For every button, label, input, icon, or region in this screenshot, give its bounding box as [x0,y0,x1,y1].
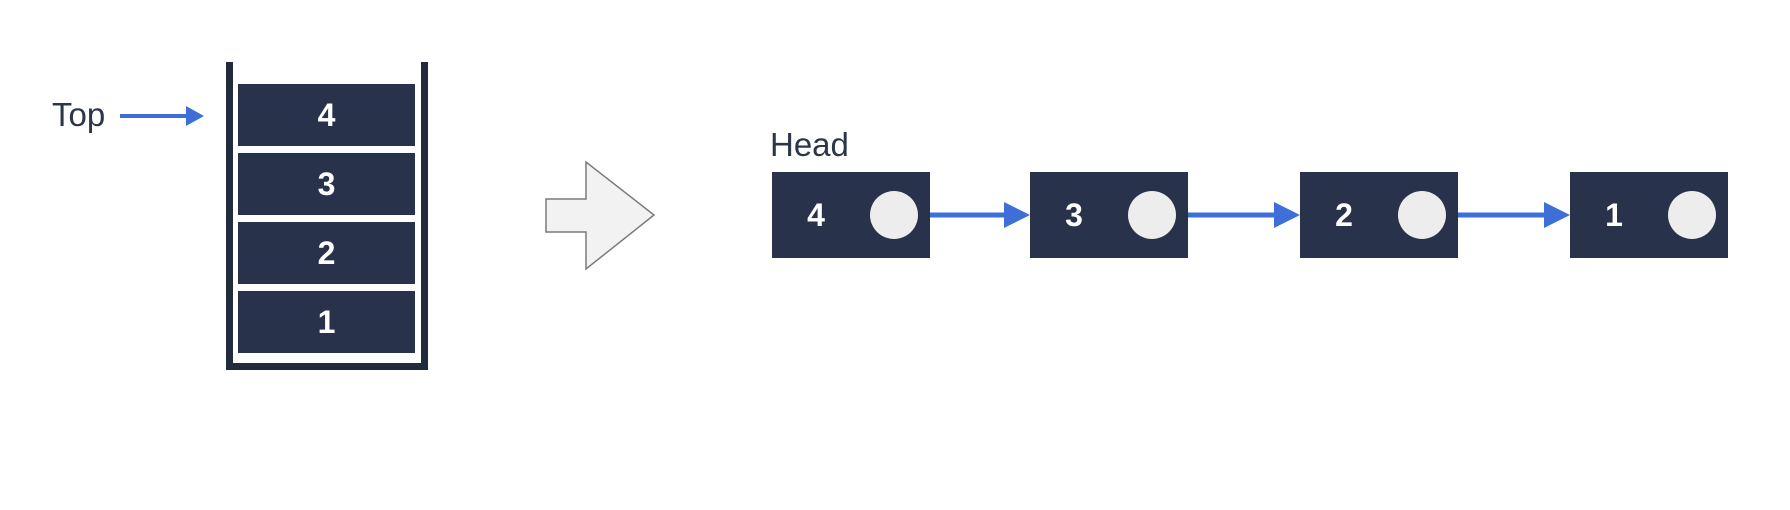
next-arrowhead-2 [1274,202,1300,228]
node-value: 1 [1605,196,1623,233]
next-arrowhead-1 [1004,202,1030,228]
stack-item: 2 [238,222,415,284]
stack-item: 3 [238,153,415,215]
node-value: 2 [1335,196,1353,233]
list-node: 3 [1030,172,1188,258]
list-node: 4 [772,172,930,258]
stack-left-wall [226,62,233,370]
stack-right-wall [421,62,428,370]
node-value: 4 [807,196,825,233]
node-pointer-dot [870,191,918,239]
node-pointer-dot [1398,191,1446,239]
right-arrow-icon [545,160,656,271]
next-arrowhead-3 [1544,202,1570,228]
head-label: Head [770,126,849,163]
stack-item: 4 [238,84,415,146]
next-pointer-arrows [920,202,1570,228]
stack-bottom-wall [226,363,428,370]
top-pointer-arrowhead [186,106,204,126]
top-label: Top [52,96,106,133]
node-value: 3 [1065,196,1083,233]
node-pointer-dot [1668,191,1716,239]
stack-item: 1 [238,291,415,353]
list-node: 1 [1570,172,1728,258]
list-node: 2 [1300,172,1458,258]
node-pointer-dot [1128,191,1176,239]
